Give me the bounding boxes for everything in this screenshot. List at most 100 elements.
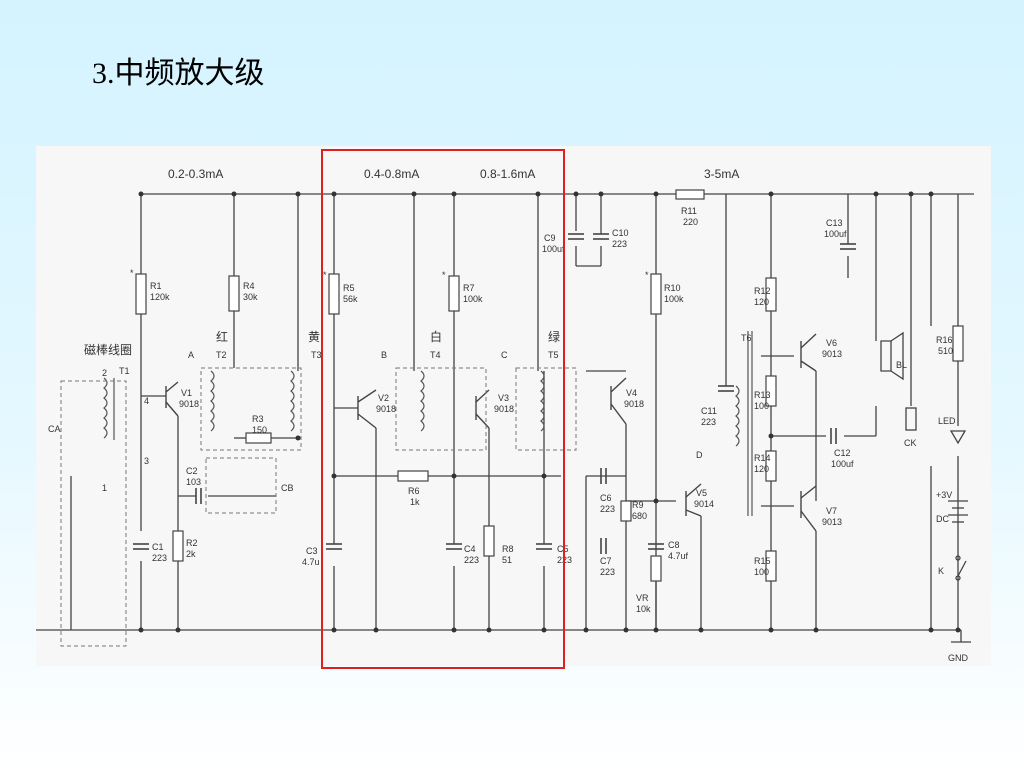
pin-4: 4 [144, 396, 149, 406]
r1-value: 120k [150, 292, 170, 302]
r2-value: 2k [186, 549, 196, 559]
label-white: 白 [430, 329, 442, 344]
v1-type: 9018 [179, 399, 199, 409]
star-r1: * [130, 268, 134, 278]
r7-name: R7 [463, 283, 475, 293]
c11-name: C11 [701, 406, 717, 416]
c6-value: 223 [600, 504, 615, 514]
c1-name: C1 [152, 542, 164, 552]
led-label: LED [938, 416, 956, 426]
v3-name: V3 [498, 393, 509, 403]
c13-value: 100uf [824, 229, 847, 239]
r9-value: 680 [632, 511, 647, 521]
c8-name: C8 [668, 540, 680, 550]
r3-value: 150 [252, 425, 267, 435]
label-green: 绿 [548, 329, 560, 344]
c12-value: 100uf [831, 459, 854, 469]
vr-name: VR [636, 593, 649, 603]
c5-name: C5 [557, 544, 569, 554]
bl-label: BL [896, 360, 907, 370]
point-a: A [188, 350, 194, 360]
r7-value: 100k [463, 294, 483, 304]
circuit-schematic: 0.2-0.3mA 0.4-0.8mA 0.8-1.6mA 3-5mA 磁棒线圈… [36, 146, 991, 666]
r9-name: R9 [632, 500, 644, 510]
v6-name: V6 [826, 338, 837, 348]
r10-value: 100k [664, 294, 684, 304]
star-r5: * [323, 270, 327, 280]
point-c: C [501, 350, 508, 360]
capacitor-plates [133, 233, 856, 554]
r14-name: R14 [754, 453, 771, 463]
power-voltage: +3V [936, 490, 952, 500]
c9-value: 100uf [542, 244, 565, 254]
t6-label: T6 [741, 333, 752, 343]
r8-name: R8 [502, 544, 514, 554]
antenna-label: 磁棒线圈 [84, 342, 132, 357]
pin-3: 3 [144, 456, 149, 466]
star-r10: * [645, 270, 649, 280]
r4-name: R4 [243, 281, 255, 291]
c2-value: 103 [186, 477, 201, 487]
r13-value: 100 [754, 401, 769, 411]
t1-label: T1 [119, 366, 130, 376]
point-d: D [696, 450, 703, 460]
c1-value: 223 [152, 553, 167, 563]
c4-name: C4 [464, 544, 476, 554]
power-dc: DC [936, 514, 949, 524]
label-red: 红 [216, 329, 228, 344]
v5-name: V5 [696, 488, 707, 498]
r2-name: R2 [186, 538, 198, 548]
current-stage2: 0.4-0.8mA [364, 167, 419, 181]
resistor-bodies [135, 189, 964, 582]
v5-type: 9014 [694, 499, 714, 509]
t4-label: T4 [430, 350, 441, 360]
c3-name: C3 [306, 546, 318, 556]
c5-value: 223 [557, 555, 572, 565]
misc-symbols [880, 331, 971, 643]
transistor-symbols [165, 333, 817, 532]
label-yellow: 黄 [308, 330, 320, 344]
r15-name: R15 [754, 556, 771, 566]
current-stage3: 0.8-1.6mA [480, 167, 535, 181]
junction-dots [138, 191, 961, 633]
c11-value: 223 [701, 417, 716, 427]
c13-name: C13 [826, 218, 843, 228]
r1-name: R1 [150, 281, 162, 291]
c3-value: 4.7u [302, 557, 320, 567]
c9-name: C9 [544, 233, 556, 243]
c10-name: C10 [612, 228, 629, 238]
wires [36, 193, 974, 642]
t5-label: T5 [548, 350, 559, 360]
gnd-label: GND [948, 653, 969, 663]
vr-value: 10k [636, 604, 651, 614]
pin-1: 1 [102, 483, 107, 493]
r6-value: 1k [410, 497, 420, 507]
r5-name: R5 [343, 283, 355, 293]
switch-k: K [938, 566, 944, 576]
r10-name: R10 [664, 283, 681, 293]
v2-name: V2 [378, 393, 389, 403]
ca-label: CA [48, 424, 61, 434]
c12-name: C12 [834, 448, 851, 458]
c10-value: 223 [612, 239, 627, 249]
v6-type: 9013 [822, 349, 842, 359]
v7-type: 9013 [822, 517, 842, 527]
current-stage4: 3-5mA [704, 167, 739, 181]
c2-name: C2 [186, 466, 198, 476]
t3-label: T3 [311, 350, 322, 360]
r13-name: R13 [754, 390, 771, 400]
c6-name: C6 [600, 493, 612, 503]
v4-name: V4 [626, 388, 637, 398]
slide-title: 3.中频放大级 [92, 57, 265, 90]
t2-label: T2 [216, 350, 227, 360]
c4-value: 223 [464, 555, 479, 565]
v2-type: 9018 [376, 404, 396, 414]
r16-name: R16 [936, 335, 953, 345]
r11-value: 220 [683, 217, 698, 227]
labels: 0.2-0.3mA 0.4-0.8mA 0.8-1.6mA 3-5mA 磁棒线圈… [48, 167, 969, 663]
ck-label: CK [904, 438, 917, 448]
r11-name: R11 [681, 206, 697, 216]
c8-value: 4.7uf [668, 551, 689, 561]
v3-type: 9018 [494, 404, 514, 414]
r6-name: R6 [408, 486, 420, 496]
